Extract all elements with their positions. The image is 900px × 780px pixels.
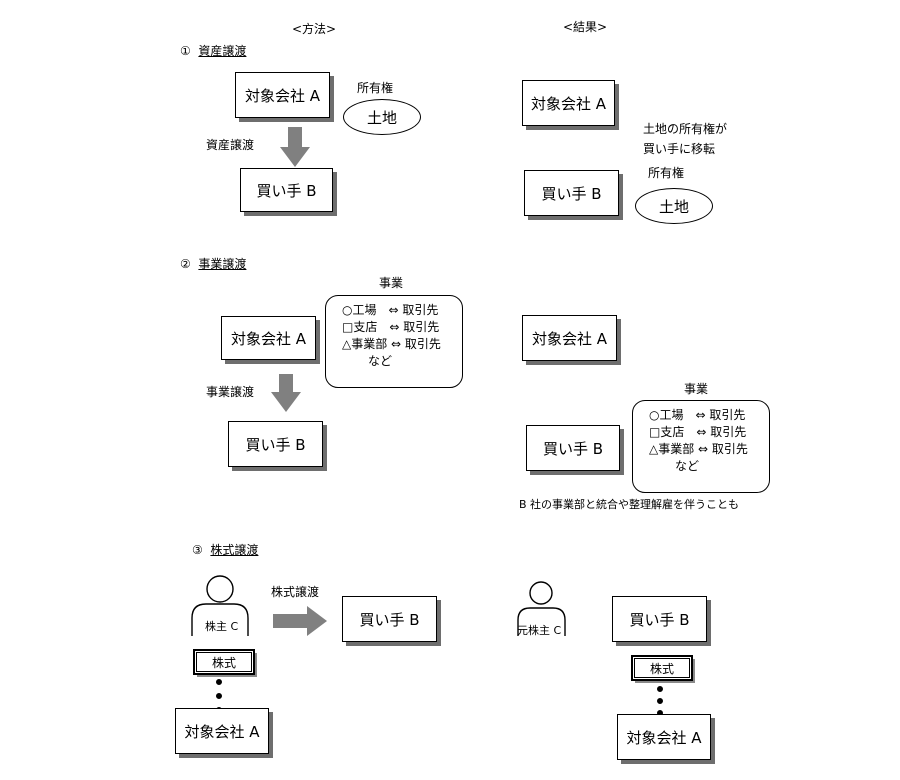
s2-result-note: B 社の事業部と統合や整理解雇を伴うことも — [519, 498, 740, 511]
s1-result-target-company-box: 対象会社 A — [522, 80, 615, 126]
s3-method-arrow-label: 株式譲渡 — [271, 585, 320, 599]
s1-transfer-arrow — [280, 127, 310, 167]
s2-transfer-arrow — [271, 374, 301, 412]
section3-title: 株式譲渡 — [210, 543, 259, 557]
s2-result-business-etc: など — [675, 459, 700, 473]
section2-heading: ② 事業譲渡 — [180, 257, 246, 271]
s2-method-business-line-1: ○工場 ⇔ 取引先 — [342, 303, 439, 317]
s1-method-land-ellipse: 土地 — [343, 99, 421, 135]
s1-method-ownership-label: 所有権 — [357, 81, 394, 95]
s1-result-ownership-label: 所有権 — [648, 166, 685, 180]
s1-result-land-ellipse: 土地 — [635, 188, 713, 224]
s2-method-business-box: ○工場 ⇔ 取引先 □支店 ⇔ 取引先 △事業部 ⇔ 取引先 など — [325, 295, 463, 388]
s3-result-target-company-box: 対象会社 A — [617, 714, 711, 760]
s1-method-target-company-box: 対象会社 A — [235, 72, 330, 118]
s3-method-buyer-box: 買い手 B — [342, 596, 437, 642]
s2-method-target-company-box: 対象会社 A — [221, 316, 316, 360]
s3-method-target-company-box: 対象会社 A — [175, 708, 269, 754]
section1-heading: ① 資産譲渡 — [180, 44, 246, 58]
s3-result-former-shareholder-label: 元株主 C — [517, 624, 562, 637]
s2-method-arrow-label: 事業譲渡 — [206, 385, 255, 399]
s3-method-shares-box: 株式 — [193, 649, 255, 675]
s1-result-note-line1: 土地の所有権が — [643, 122, 728, 136]
s2-result-business-label: 事業 — [684, 382, 709, 396]
section3-number: ③ — [192, 543, 203, 557]
method-header: <方法> — [292, 22, 337, 36]
s3-transfer-arrow — [273, 606, 327, 636]
s1-method-arrow-label: 資産譲渡 — [206, 138, 255, 152]
section2-title: 事業譲渡 — [198, 257, 247, 271]
s3-method-shareholder-label: 株主 C — [205, 620, 239, 633]
s2-method-buyer-box: 買い手 B — [228, 421, 323, 467]
s3-result-former-shareholder-icon — [517, 581, 566, 636]
s3-result-ownership-line — [657, 686, 669, 716]
s1-result-buyer-box: 買い手 B — [524, 170, 619, 216]
s2-method-business-label: 事業 — [379, 276, 404, 290]
s2-method-business-etc: など — [368, 354, 393, 368]
s3-method-shareholder-icon — [191, 575, 249, 636]
s1-method-buyer-box: 買い手 B — [240, 168, 333, 212]
section3-heading: ③ 株式譲渡 — [192, 543, 258, 557]
s1-result-note-line2: 買い手に移転 — [643, 142, 716, 156]
s3-result-shares-box: 株式 — [631, 655, 693, 681]
s2-method-business-line-2: □支店 ⇔ 取引先 — [342, 320, 440, 334]
s2-result-target-company-box: 対象会社 A — [522, 315, 617, 361]
section1-title: 資産譲渡 — [198, 44, 247, 58]
s3-method-ownership-line — [216, 679, 228, 713]
s2-result-business-line-2: □支店 ⇔ 取引先 — [649, 425, 747, 439]
result-header: <結果> — [563, 20, 608, 34]
section1-number: ① — [180, 44, 191, 58]
s2-result-business-box: ○工場 ⇔ 取引先 □支店 ⇔ 取引先 △事業部 ⇔ 取引先 など — [632, 400, 770, 493]
s2-result-buyer-box: 買い手 B — [526, 425, 620, 471]
s2-result-business-line-1: ○工場 ⇔ 取引先 — [649, 408, 746, 422]
s2-method-business-line-3: △事業部 ⇔ 取引先 — [342, 337, 441, 351]
section2-number: ② — [180, 257, 191, 271]
s2-result-business-line-3: △事業部 ⇔ 取引先 — [649, 442, 748, 456]
s3-result-buyer-box: 買い手 B — [612, 596, 707, 642]
